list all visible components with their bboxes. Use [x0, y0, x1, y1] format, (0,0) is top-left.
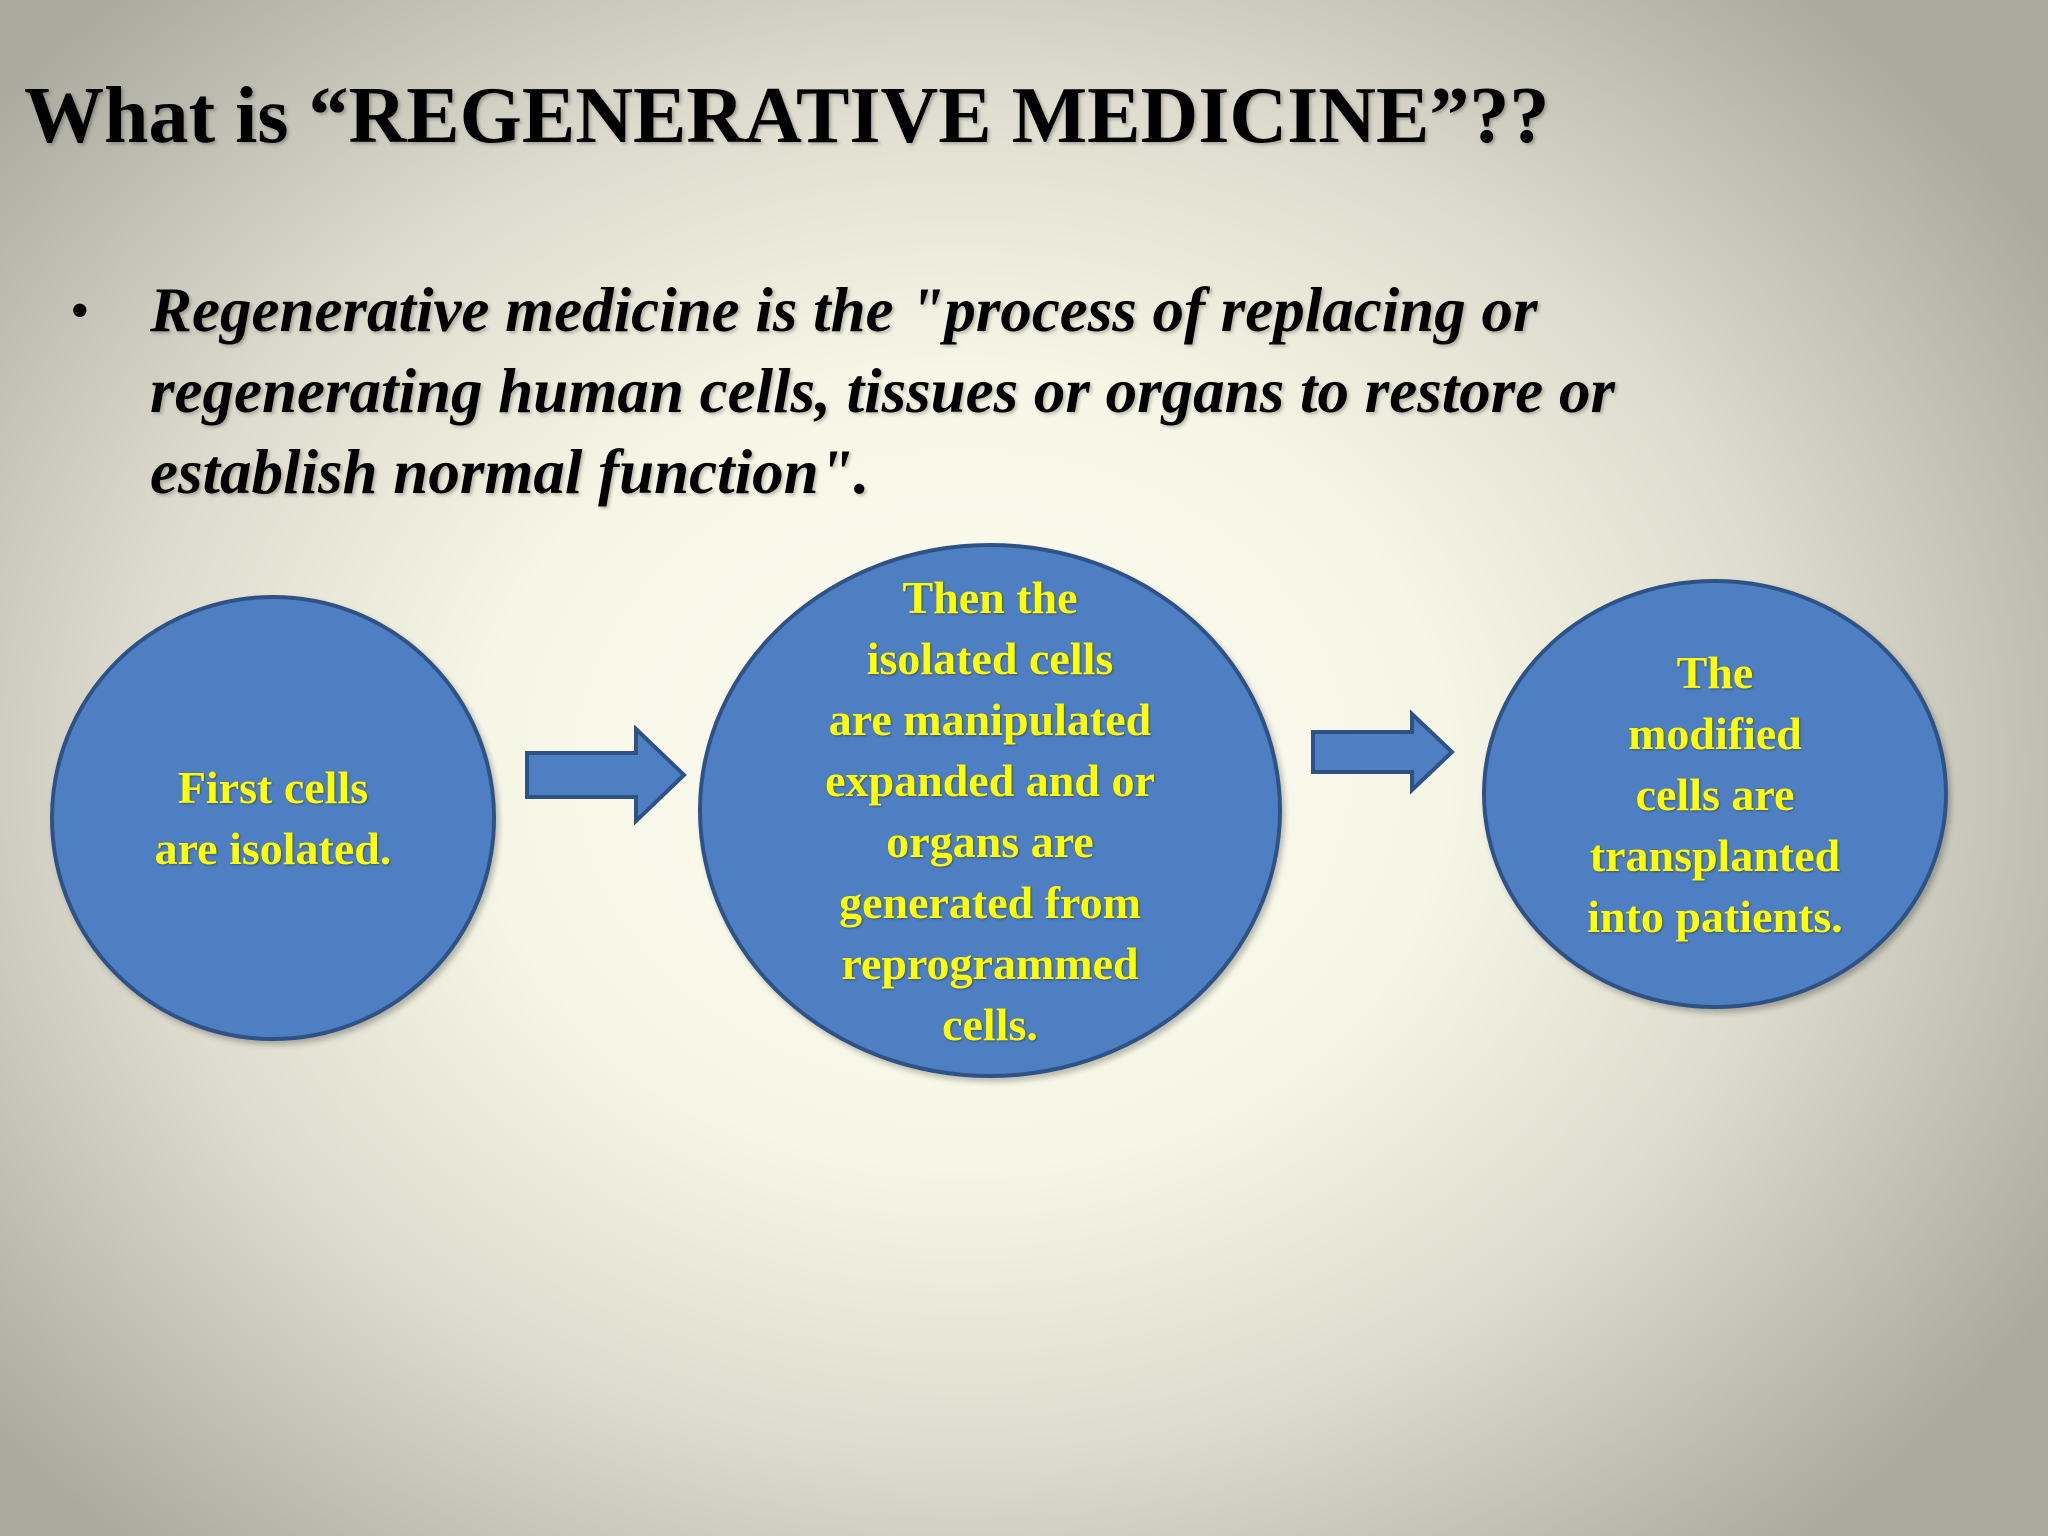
step-line: modified: [1628, 707, 1802, 759]
process-step-isolation: First cells are isolated.: [50, 595, 496, 1041]
step-line: First cells: [177, 762, 369, 813]
right-arrow-icon: [525, 725, 687, 825]
step-line: organs are: [886, 815, 1094, 867]
step-line: isolated cells: [866, 632, 1114, 684]
step-text: Then the isolated cells are manipulated …: [825, 567, 1155, 1055]
step-line: The: [1676, 646, 1754, 698]
right-arrow-icon: [1311, 710, 1455, 794]
process-step-manipulation: Then the isolated cells are manipulated …: [698, 543, 1282, 1078]
step-line: are isolated.: [154, 823, 392, 874]
definition-text: Regenerative medicine is the "process of…: [150, 270, 1615, 513]
step-line: generated from: [839, 876, 1141, 928]
bullet-marker: •: [70, 280, 90, 342]
definition-bullet: • Regenerative medicine is the "process …: [70, 270, 1770, 513]
slide-title: What is “REGENERATIVE MEDICINE”??: [24, 72, 1550, 160]
step-text: The modified cells are transplanted into…: [1587, 642, 1843, 947]
step-line: reprogrammed: [841, 937, 1139, 989]
definition-line: regenerating human cells, tissues or org…: [150, 356, 1615, 426]
process-step-transplantation: The modified cells are transplanted into…: [1482, 579, 1948, 1009]
step-line: cells are: [1635, 768, 1795, 820]
step-line: are manipulated: [828, 693, 1152, 745]
step-text: First cells are isolated.: [155, 757, 392, 879]
step-line: transplanted: [1589, 829, 1841, 881]
definition-line: Regenerative medicine is the "process of…: [150, 275, 1538, 345]
step-line: into patients.: [1587, 890, 1843, 942]
step-line: cells.: [942, 998, 1038, 1050]
step-line: Then the: [902, 571, 1078, 623]
definition-line: establish normal function".: [150, 437, 870, 507]
step-line: expanded and or: [825, 754, 1155, 806]
